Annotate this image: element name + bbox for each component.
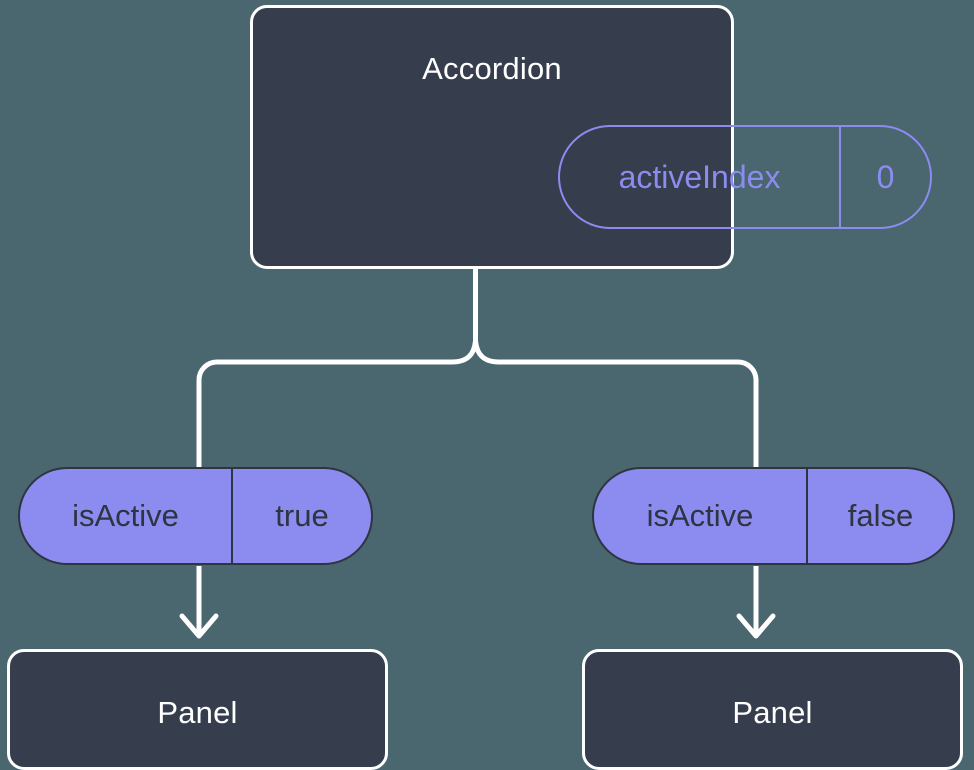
prop-pill-left-key: isActive [72, 498, 179, 533]
prop-pill-right-value: false [806, 469, 953, 563]
panel-left-title: Panel [157, 695, 238, 730]
prop-pill-is-active-false[interactable]: isActive false [592, 467, 955, 565]
state-pill-value: 0 [839, 127, 930, 227]
prop-pill-left-value: true [231, 469, 371, 563]
panel-component-node-left[interactable]: Panel [7, 649, 388, 770]
arrow-right-head-icon [736, 613, 776, 639]
accordion-node-title: Accordion [422, 51, 562, 86]
prop-pill-right-key: isActive [646, 498, 754, 533]
connector-fork-left [196, 338, 478, 470]
accordion-component-node[interactable]: Accordion activeIndex 0 [250, 5, 932, 269]
prop-pill-is-active-true[interactable]: isActive true [18, 467, 373, 565]
state-pill-key: activeIndex [618, 158, 781, 195]
panel-right-title: Panel [732, 695, 813, 730]
connector-fork-right [473, 338, 759, 470]
state-pill-active-index[interactable]: activeIndex 0 [558, 125, 932, 229]
panel-component-node-right[interactable]: Panel [582, 649, 963, 770]
arrow-left-head-icon [179, 613, 219, 639]
